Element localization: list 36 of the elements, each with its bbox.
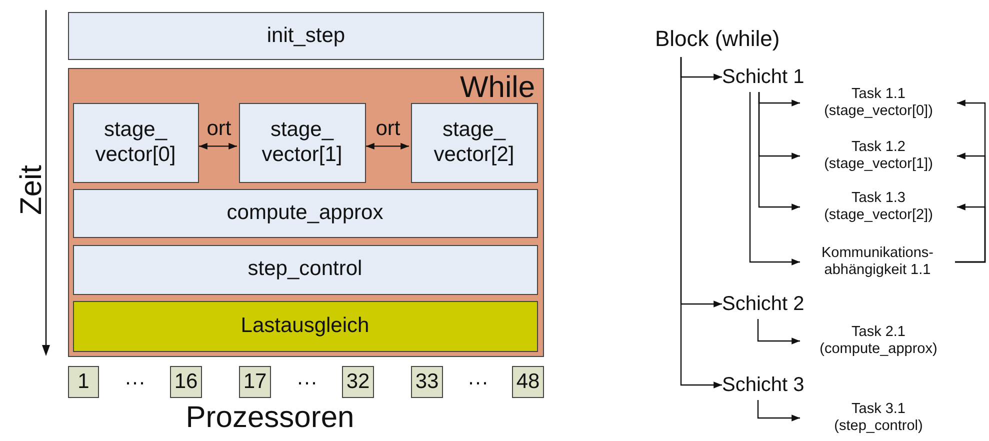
process-box: stage_ vector[0] [72,102,198,182]
arrow [757,400,800,422]
process-box: step_control [72,244,538,294]
processor-box: 48 [512,366,544,398]
arrow [757,319,800,344]
ellipsis: ··· [124,372,146,393]
arrow [749,92,800,266]
process-box: stage_ vector[1] [238,102,366,182]
process-box: Lastausgleich [72,300,538,352]
ellipsis: ··· [296,372,318,393]
processor-box: 33 [411,366,443,398]
tree-node-label: Task 3.1 (step_control) [800,398,957,438]
process-box: compute_approx [72,188,538,238]
container-title: While [460,71,535,106]
processor-box: 1 [68,366,99,398]
ellipsis: ··· [468,372,488,393]
axis-label: Prozessoren [186,403,354,433]
arrow [199,142,237,150]
arrow [955,204,986,263]
tree-node-label: Task 1.2 (stage_vector[1]) [800,135,957,177]
tree-node-label: Kommunikations- abhängigkeit 1.1 [800,240,955,284]
arrow [758,92,800,210]
tree-node-label: Task 1.3 (stage_vector[2]) [800,186,957,228]
processor-box: 17 [239,366,271,398]
process-box: stage_ vector[2] [410,102,538,182]
arrow [366,142,409,150]
tree-node-label: Task 2.1 (compute_approx) [800,320,957,362]
processor-box: 32 [342,366,374,398]
axis-label: Zeit [17,165,47,215]
tree-node-label: Schicht 3 [722,371,822,399]
process-box: init_step [68,12,544,60]
arrow [680,57,722,388]
tree-node-label: Schicht 2 [722,290,822,318]
loop-container [68,68,544,357]
tree-root-label: Block (while) [655,22,805,56]
processor-box: 16 [170,366,202,398]
